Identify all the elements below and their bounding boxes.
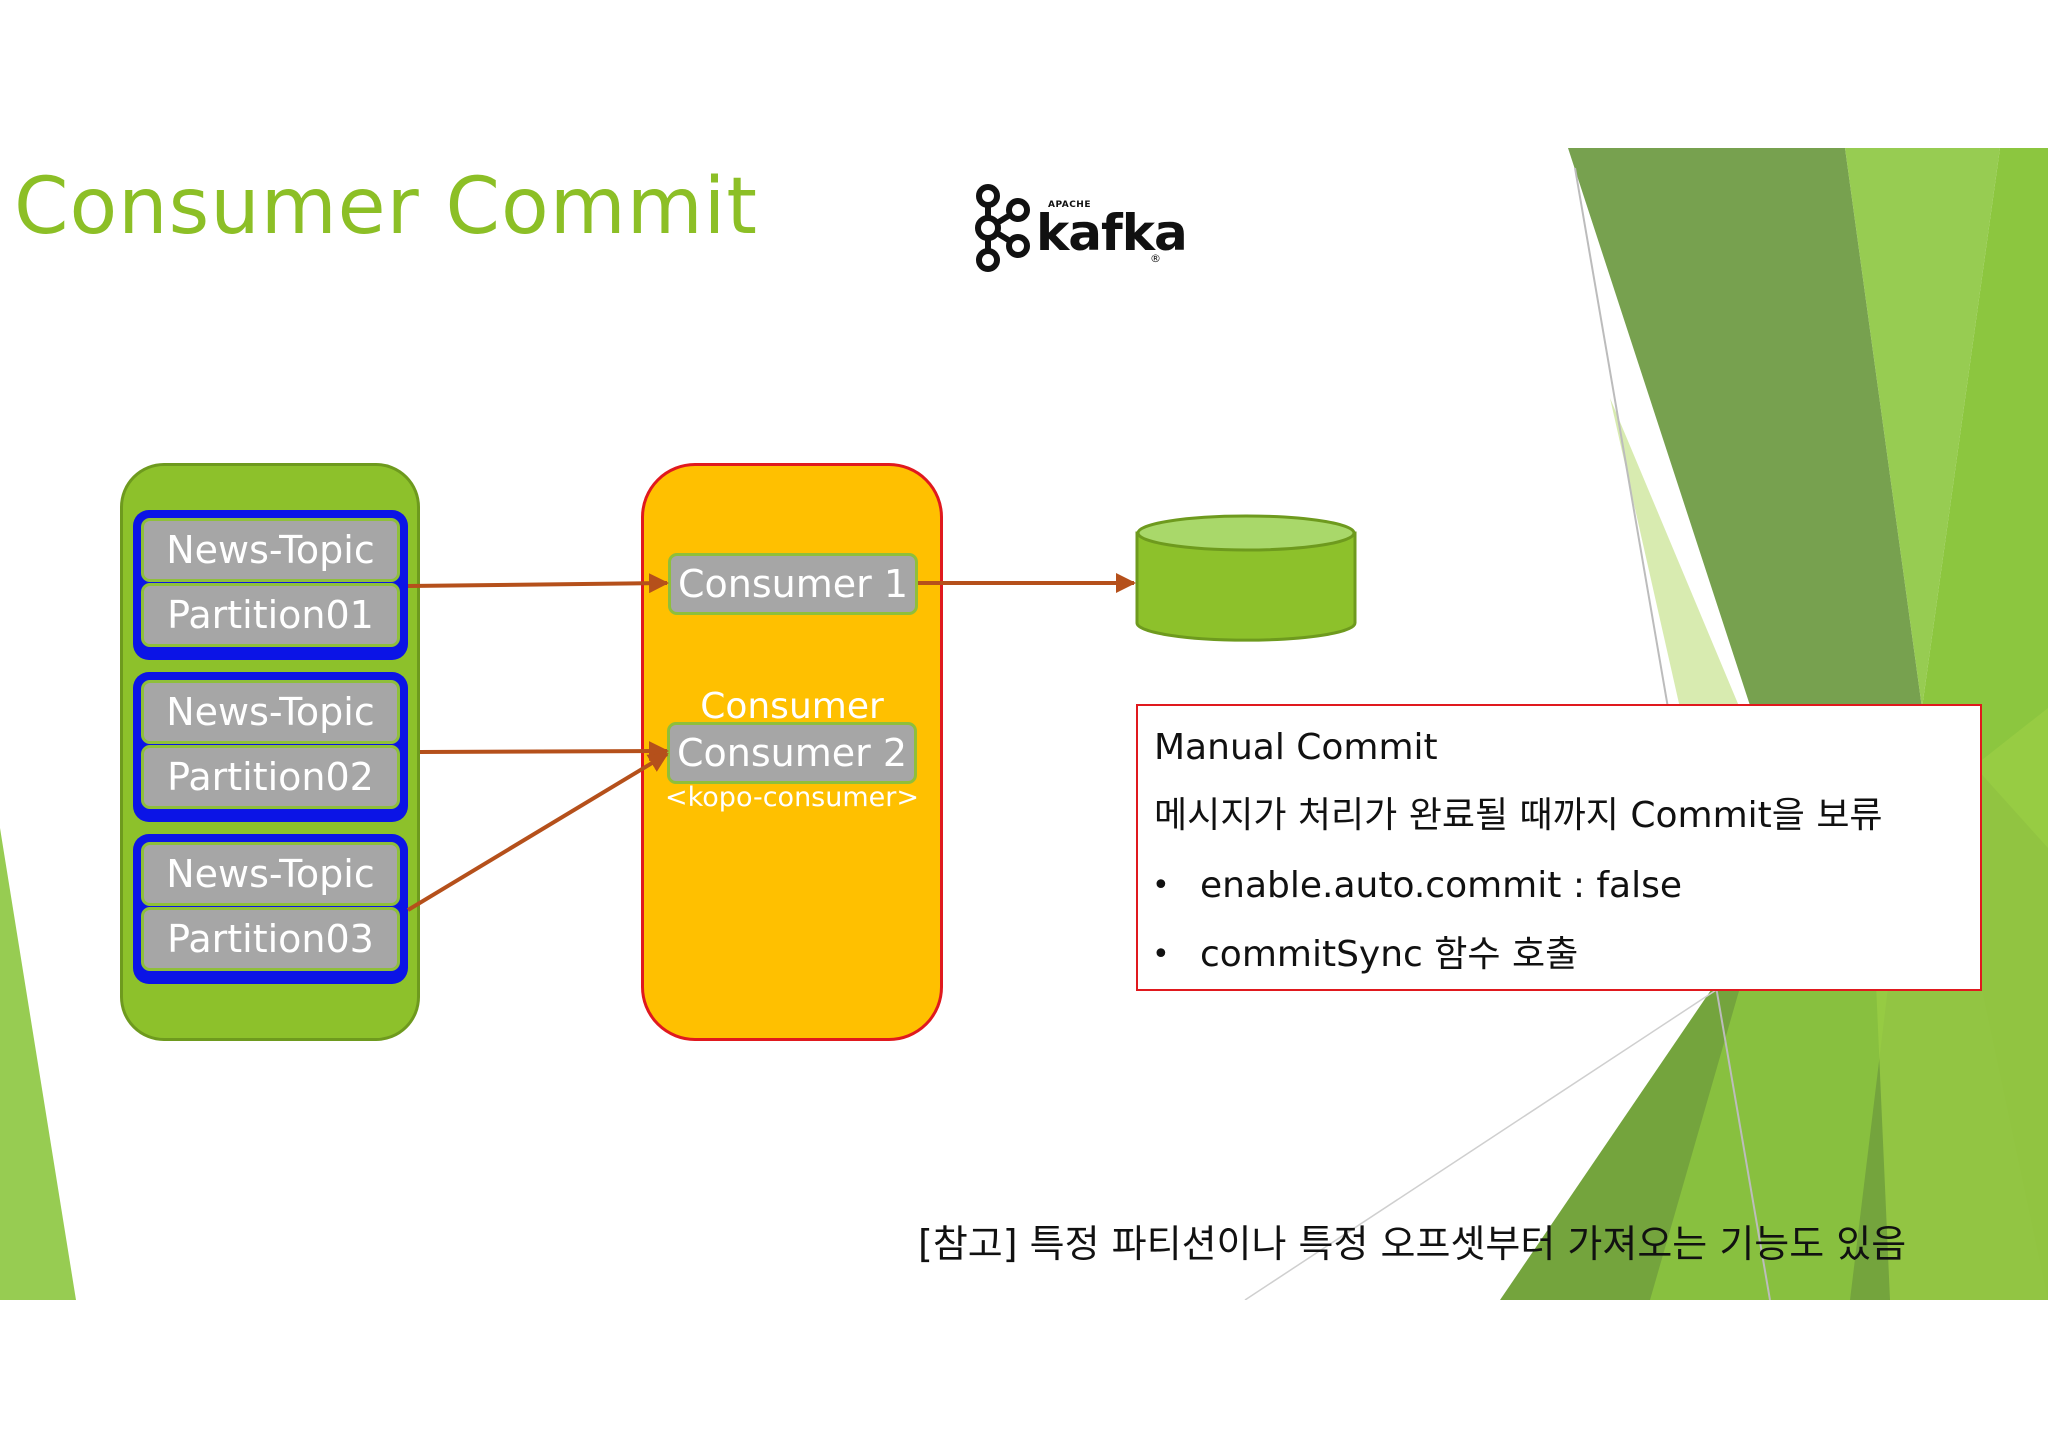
kafka-wordmark: kafka	[1036, 204, 1188, 262]
info-heading: Manual Commit	[1154, 727, 1438, 768]
consumer-1: Consumer 1	[668, 553, 918, 615]
consumer-group-id: <kopo-consumer>	[664, 782, 919, 813]
kafka-logo-icon	[975, 184, 1030, 272]
topic-name-label: News-Topic	[141, 518, 400, 582]
deco-facet	[1845, 148, 2000, 708]
consumer-2: Consumer 2	[667, 722, 917, 784]
arrow-partition02-to-consumer2	[419, 741, 669, 762]
partition-label: Partition02	[141, 745, 400, 809]
topic-name-label: News-Topic	[141, 680, 400, 744]
slide: Consumer Commit APACHE kafka ®	[0, 148, 2048, 1300]
kafka-logo: APACHE kafka ®	[970, 174, 1188, 274]
info-bullet-2: commitSync 함수 호출	[1200, 934, 1579, 975]
bullet-dot-icon: •	[1152, 868, 1170, 903]
partition-group-2: News-Topic Partition02	[133, 672, 408, 822]
footnote: [참고] 특정 파티션이나 특정 오프셋부터 가져오는 기능도 있음	[918, 1222, 1907, 1266]
partition-label: Partition01	[141, 583, 400, 647]
deco-line	[1244, 947, 1781, 1300]
bullet-dot-icon: •	[1152, 937, 1170, 972]
partition-group-3: News-Topic Partition03	[133, 834, 408, 984]
info-bullet-1: enable.auto.commit : false	[1200, 865, 1683, 906]
arrow-partition03-to-consumer2	[406, 752, 669, 912]
partition-group-1: News-Topic Partition01	[133, 510, 408, 660]
flow-arrows	[406, 573, 1136, 912]
info-description: 메시지가 처리가 완료될 때까지 Commit을 보류	[1154, 795, 1883, 836]
slide-title: Consumer Commit	[14, 162, 758, 252]
topic-name-label: News-Topic	[141, 842, 400, 906]
kafka-apache-label: APACHE	[1048, 200, 1091, 210]
consumer-group-label: Consumer	[700, 686, 884, 724]
deco-facet	[1568, 148, 1922, 828]
partition-label: Partition03	[141, 907, 400, 971]
database-cylinder-icon	[1135, 514, 1357, 642]
kafka-registered-mark: ®	[1150, 252, 1161, 265]
deco-facet	[0, 828, 76, 1300]
arrow-partition01-to-consumer1	[407, 573, 669, 594]
manual-commit-info-box: Manual Commit 메시지가 처리가 완료될 때까지 Commit을 보…	[1136, 704, 1982, 991]
